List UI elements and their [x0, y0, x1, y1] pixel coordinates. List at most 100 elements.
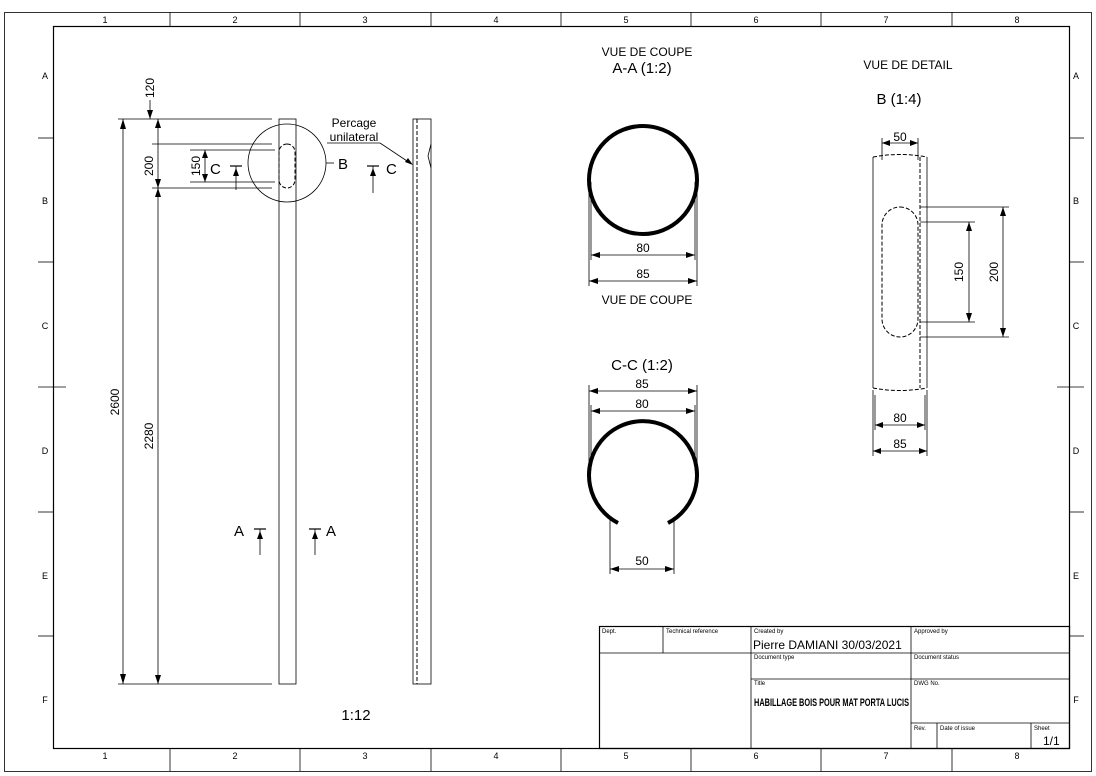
- col-label: 4: [493, 15, 498, 25]
- sheet-frame: [4, 12, 1092, 772]
- dim-2280: 2280: [142, 188, 161, 684]
- dim-150: 150: [189, 149, 275, 183]
- dim-200-label: 200: [142, 156, 156, 176]
- section-c-marker-right: C: [367, 161, 397, 193]
- side-view: Percage unilateral: [327, 116, 432, 685]
- col-label: 5: [623, 15, 628, 25]
- dim-200: 200: [142, 119, 161, 188]
- col-label: 8: [1014, 15, 1019, 25]
- tb-created-by-value: Pierre DAMIANI 30/03/2021: [753, 638, 902, 652]
- tb-date-issue-label: Date of issue: [940, 726, 976, 732]
- title-block: Dept. Technical reference Created by Pie…: [598, 625, 1071, 750]
- section-aa-view: VUE DE COUPE A-A (1:2) 80 85: [587, 45, 699, 286]
- dim-detail-80-label: 80: [893, 411, 907, 425]
- dim-detail-85-label: 85: [893, 437, 907, 451]
- section-a-label: A: [234, 523, 244, 540]
- dim-aa-80-label: 80: [636, 241, 650, 255]
- row-label: C: [42, 321, 49, 331]
- row-label: D: [42, 446, 49, 456]
- section-aa-tube: [587, 124, 699, 236]
- col-label: 7: [883, 751, 888, 761]
- dim-120: 120: [143, 78, 157, 119]
- row-label: F: [1073, 695, 1079, 705]
- front-view-scale: 1:12: [341, 707, 370, 724]
- note-percage: Percage: [332, 116, 377, 130]
- section-a-label: A: [326, 523, 336, 540]
- tb-dept-label: Dept.: [602, 629, 617, 635]
- section-a-marker-right: A: [309, 523, 336, 555]
- front-view: B 120 200 150: [108, 78, 397, 724]
- col-label: 3: [362, 751, 367, 761]
- section-cc-view: VUE DE COUPE C-C (1:2) 85 80 50: [587, 293, 699, 574]
- row-label: A: [42, 71, 48, 81]
- col-label: 1: [102, 751, 107, 761]
- col-label: 2: [232, 15, 237, 25]
- row-label: E: [42, 571, 48, 581]
- detail-slot: [881, 206, 919, 338]
- col-label: 6: [753, 751, 758, 761]
- tb-sheet-label: Sheet: [1034, 726, 1050, 732]
- dim-detail-200: 200: [920, 206, 1009, 338]
- dim-detail-85: 85: [873, 437, 927, 454]
- tb-approved-by-label: Approved by: [914, 629, 948, 635]
- row-label: B: [42, 196, 48, 206]
- row-label: E: [1073, 571, 1079, 581]
- detail-b-title: B (1:4): [876, 91, 921, 108]
- side-post-outline: [412, 118, 432, 685]
- note-unilateral: unilateral: [330, 130, 379, 144]
- section-aa-caption: VUE DE COUPE: [602, 45, 693, 59]
- tb-tech-ref-label: Technical reference: [666, 629, 719, 635]
- col-label: 2: [232, 751, 237, 761]
- section-cc-tube: [587, 419, 699, 525]
- row-label: F: [42, 695, 48, 705]
- col-label: 4: [493, 751, 498, 761]
- detail-b-view: VUE DE DETAIL B (1:4) 50 150: [863, 58, 1009, 456]
- detail-b-label: B: [338, 156, 348, 173]
- tb-sheet-value: 1/1: [1043, 734, 1060, 748]
- tb-doc-type-label: Document type: [754, 655, 795, 661]
- tb-doc-status-label: Document status: [914, 655, 959, 661]
- dim-150-label: 150: [189, 156, 203, 176]
- dim-cc-80-label: 80: [635, 397, 649, 411]
- dim-detail-80: 80: [875, 411, 925, 428]
- row-label: D: [1073, 446, 1080, 456]
- tb-dwg-no-label: DWG No.: [914, 681, 940, 687]
- section-c-marker-left: C: [210, 161, 242, 190]
- dim-2600: 2600: [108, 119, 126, 684]
- section-a-marker-left: A: [234, 523, 266, 555]
- dim-cc-85: 85: [589, 377, 697, 394]
- col-label: 1: [102, 15, 107, 25]
- tb-created-by-label: Created by: [754, 629, 783, 635]
- dim-2280-label: 2280: [142, 422, 156, 449]
- row-label: A: [1073, 71, 1079, 81]
- dim-detail-50-label: 50: [893, 130, 907, 144]
- dim-aa-80: 80: [591, 241, 695, 258]
- section-cc-caption: VUE DE COUPE: [602, 293, 693, 307]
- dim-aa-85: 85: [589, 267, 697, 284]
- row-labels-right: A B C D E F: [1073, 71, 1080, 705]
- tb-title-label: Title: [754, 681, 766, 687]
- dim-detail-150: 150: [920, 221, 975, 323]
- section-c-label: C: [386, 161, 397, 178]
- post-outline: [278, 118, 297, 685]
- col-label: 3: [362, 15, 367, 25]
- slot-hidden: [278, 143, 296, 189]
- dim-cc-50: 50: [610, 554, 674, 572]
- section-cc-title: C-C (1:2): [611, 357, 673, 374]
- dim-detail-200-label: 200: [987, 262, 1001, 282]
- tb-title-value: HABILLAGE BOIS POUR MAT PORTA LUCIS: [754, 697, 909, 709]
- dim-cc-85-label: 85: [635, 377, 649, 391]
- dim-detail-50: 50: [881, 130, 919, 160]
- dim-detail-150-label: 150: [952, 262, 966, 282]
- row-label: C: [1073, 321, 1080, 331]
- dim-120-label: 120: [143, 78, 157, 98]
- column-labels-bottom: 1 2 3 4 5 6 7 8: [102, 751, 1019, 761]
- col-label: 6: [753, 15, 758, 25]
- col-label: 8: [1014, 751, 1019, 761]
- dim-aa-85-label: 85: [636, 267, 650, 281]
- row-label: B: [1073, 196, 1079, 206]
- row-labels-left: A B C D E F: [42, 71, 49, 705]
- tb-rev-label: Rev.: [914, 726, 926, 732]
- column-labels-top: 1 2 3 4 5 6 7 8: [102, 15, 1019, 25]
